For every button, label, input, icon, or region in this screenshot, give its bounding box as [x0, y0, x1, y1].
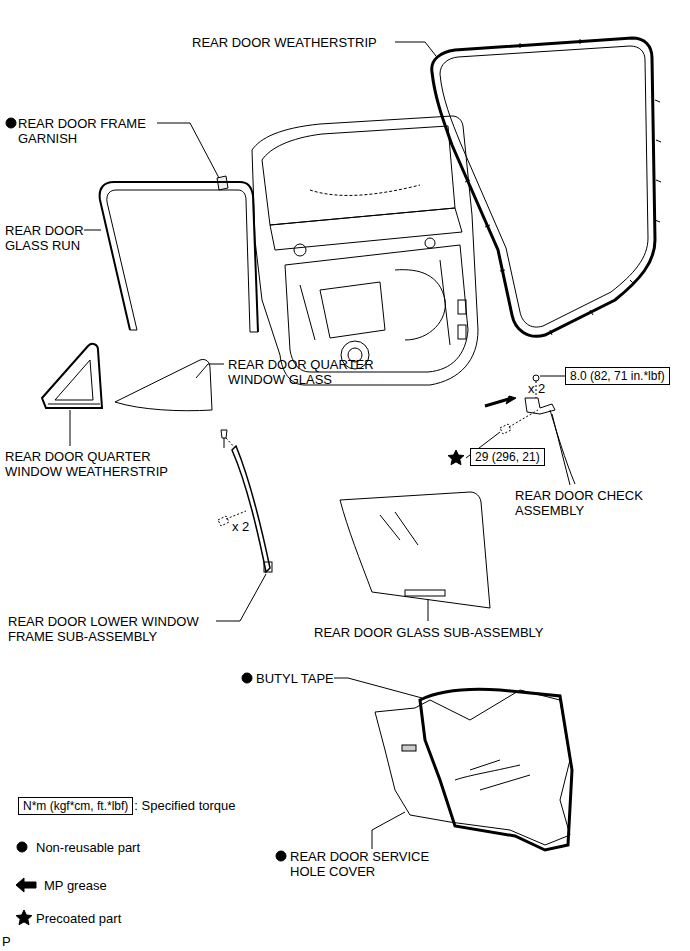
legend-dot	[17, 842, 27, 852]
legend-arrow	[16, 878, 36, 892]
figure-code: P	[2, 934, 11, 949]
torque-box: N*m (kgf*cm, ft.*lbf)	[18, 797, 133, 815]
non-reusable-dot	[6, 118, 16, 128]
non-reusable-dot	[276, 851, 286, 861]
door-check	[485, 375, 575, 484]
torque-value: 29 (296, 21)	[475, 450, 540, 464]
torque-box: 29 (296, 21)	[470, 448, 545, 466]
quantity-note: x 2	[232, 519, 249, 534]
part-name: REAR DOOR GLASS SUB-ASSEMBLY	[314, 625, 544, 640]
part-name: REAR DOOR FRAME GARNISH	[18, 116, 163, 146]
service-hole-cover	[375, 689, 572, 850]
legend-star	[16, 910, 32, 925]
lower-window-frame	[218, 430, 272, 572]
legend-text: : Specified torque	[134, 798, 235, 813]
part-name: BUTYL TAPE	[256, 671, 334, 686]
weatherstrip	[432, 38, 661, 336]
torque-value: 8.0 (82, 71 in.*lbf)	[570, 369, 665, 383]
door-panel	[252, 116, 478, 385]
part-name: REAR DOOR LOWER WINDOW FRAME SUB-ASSEMBL…	[8, 614, 216, 644]
part-name: REAR DOOR QUARTER WINDOW WEATHERSTRIP	[5, 449, 183, 479]
part-name: REAR DOOR SERVICE HOLE COVER	[290, 849, 445, 879]
legend-text: Non-reusable part	[36, 840, 140, 855]
leader-line	[70, 42, 570, 849]
quantity-note: x 2	[528, 381, 545, 396]
non-reusable-dot	[242, 673, 252, 683]
legend-text: Precoated part	[36, 911, 121, 926]
legend-text: MP grease	[44, 878, 107, 893]
part-name: REAR DOOR CHECK ASSEMBLY	[515, 488, 660, 518]
glass-run	[100, 182, 258, 332]
door-glass	[340, 492, 490, 608]
quarter-weatherstrip	[42, 344, 102, 408]
precoated-star	[448, 450, 464, 465]
part-name: REAR DOOR WEATHERSTRIP	[192, 35, 377, 50]
quarter-glass	[115, 359, 212, 410]
part-name: REAR DOOR GLASS RUN	[5, 223, 93, 253]
torque-value: N*m (kgf*cm, ft.*lbf)	[23, 799, 128, 813]
part-name: REAR DOOR QUARTER WINDOW GLASS	[228, 357, 390, 387]
torque-box: 8.0 (82, 71 in.*lbf)	[565, 367, 670, 385]
